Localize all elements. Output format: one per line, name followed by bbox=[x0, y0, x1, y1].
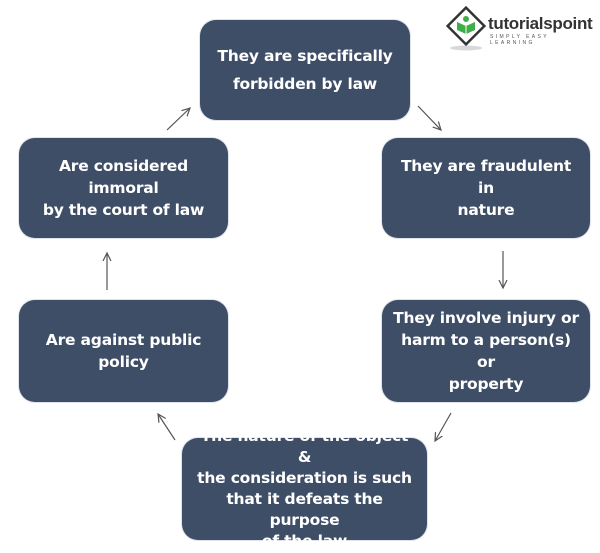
node-line: They are fraudulent in bbox=[400, 157, 572, 197]
node-line: that it defeats the purpose bbox=[226, 490, 383, 529]
arrow-top-to-right-top bbox=[417, 105, 441, 130]
arrow-left-top-to-top bbox=[166, 108, 190, 131]
logo-wordmark: tutorialspoint bbox=[488, 14, 593, 33]
node-line: The nature of the object & bbox=[200, 427, 409, 466]
node-line: They are specifically bbox=[217, 47, 393, 65]
arrow-right-bottom-to-bottom bbox=[435, 412, 452, 441]
logo-emblem-icon bbox=[445, 5, 487, 51]
node-against-public-policy: Are against public policy bbox=[19, 300, 228, 402]
node-line: policy bbox=[98, 353, 149, 371]
node-line: of the law bbox=[261, 532, 348, 550]
arrow-bottom-to-left-bottom bbox=[158, 414, 176, 441]
node-line: They involve injury or bbox=[393, 309, 579, 327]
node-line: by the court of law bbox=[42, 201, 205, 219]
node-line: the consideration is such bbox=[197, 469, 412, 487]
node-line: Are considered immoral bbox=[58, 157, 189, 197]
node-defeats-purpose-of-law: The nature of the object & the considera… bbox=[182, 427, 427, 550]
node-considered-immoral: Are considered immoral by the court of l… bbox=[19, 138, 228, 238]
node-line: forbidden by law bbox=[232, 75, 378, 93]
node-line: nature bbox=[457, 201, 515, 219]
logo-tagline: SIMPLY EASY LEARNING bbox=[490, 34, 549, 46]
node-injury-or-harm: They involve injury or harm to a person(… bbox=[382, 300, 590, 402]
node-line: property bbox=[448, 375, 524, 393]
node-line: Are against public bbox=[45, 331, 202, 349]
node-fraudulent: They are fraudulent in nature bbox=[382, 138, 590, 238]
node-specifically-forbidden: They are specifically forbidden by law bbox=[200, 20, 410, 120]
tutorialspoint-logo: tutorialspoint SIMPLY EASY LEARNING bbox=[445, 5, 596, 52]
node-line: harm to a person(s) or bbox=[401, 331, 571, 371]
